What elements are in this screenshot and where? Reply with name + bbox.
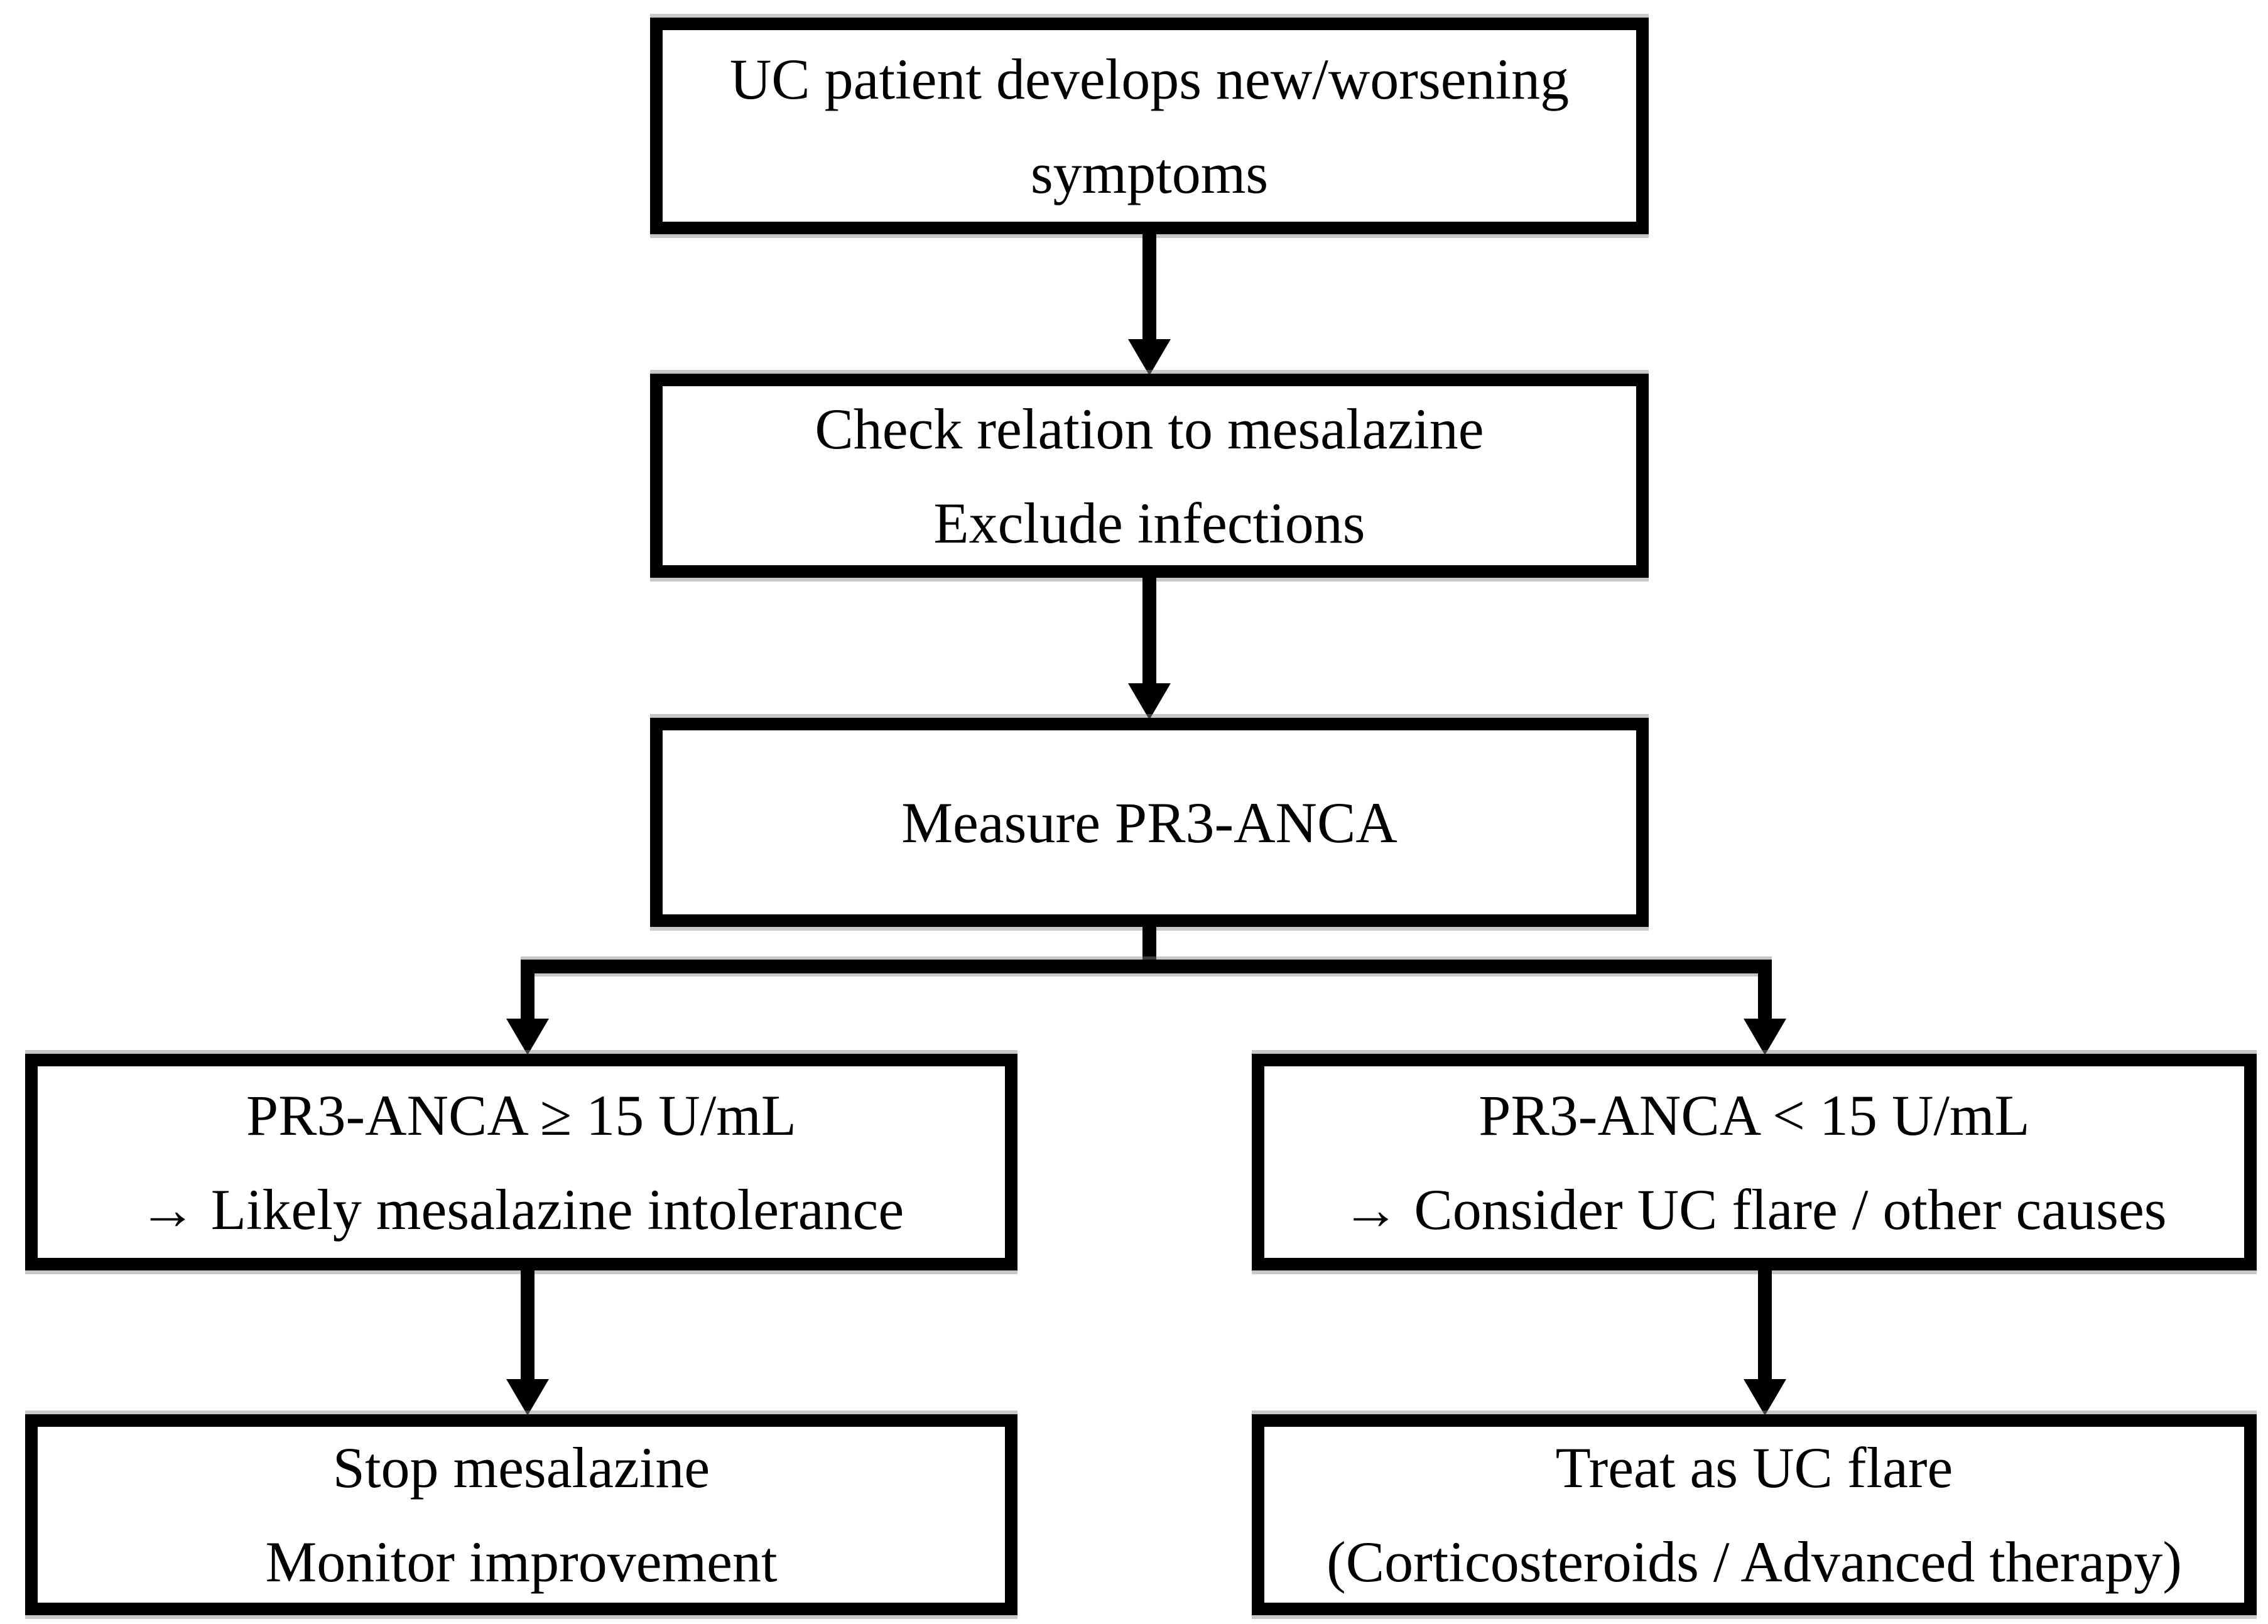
- node-measure: Measure PR3-ANCA: [650, 718, 1649, 927]
- arrow-shaft: [521, 1269, 534, 1379]
- arrow-branch-high-to-outcome-icon: [506, 1269, 549, 1416]
- arrow-start-to-check-icon: [1128, 231, 1171, 376]
- arrow-check-to-measure-icon: [1128, 577, 1171, 720]
- node-start-line2: symptoms: [1030, 141, 1269, 205]
- arrow-branch-low-to-outcome-icon: [1744, 1269, 1786, 1416]
- connector-horizontal-bar: [521, 960, 1772, 973]
- arrow-head-icon: [1744, 1379, 1786, 1416]
- arrow-head-icon: [1128, 683, 1171, 720]
- node-outcome-high: Stop mesalazine Monitor improvement: [25, 1414, 1017, 1615]
- node-outcome-low: Treat as UC flare (Corticosteroids / Adv…: [1252, 1414, 2257, 1615]
- node-start: UC patient develops new/worsening sympto…: [650, 18, 1649, 234]
- node-branch-high-line2: → Likely mesalazine intolerance: [138, 1177, 904, 1242]
- arrow-head-icon: [1128, 339, 1171, 376]
- node-check-line1: Check relation to mesalazine: [815, 396, 1484, 461]
- node-branch-low-line2: → Consider UC flare / other causes: [1342, 1177, 2167, 1242]
- arrow-head-icon: [1744, 1019, 1786, 1055]
- node-outcome-high-line1: Stop mesalazine: [332, 1436, 710, 1500]
- arrow-shaft: [1142, 577, 1156, 683]
- arrow-shaft: [1142, 231, 1156, 339]
- arrow-to-branch-low-icon: [1744, 972, 1786, 1055]
- node-check: Check relation to mesalazine Exclude inf…: [650, 374, 1649, 578]
- node-outcome-low-line1: Treat as UC flare: [1555, 1436, 1953, 1500]
- node-start-line1: UC patient develops new/worsening: [729, 46, 1570, 111]
- node-check-line2: Exclude infections: [933, 490, 1365, 555]
- node-branch-low-line1: PR3-ANCA < 15 U/mL: [1479, 1083, 2030, 1147]
- arrow-to-branch-high-icon: [506, 972, 549, 1055]
- node-branch-high: PR3-ANCA ≥ 15 U/mL → Likely mesalazine i…: [25, 1054, 1017, 1270]
- node-branch-high-line1: PR3-ANCA ≥ 15 U/mL: [246, 1083, 797, 1147]
- node-outcome-low-line2: (Corticosteroids / Advanced therapy): [1327, 1530, 2182, 1594]
- node-outcome-high-line2: Monitor improvement: [265, 1530, 778, 1594]
- arrow-shaft: [1758, 1269, 1772, 1379]
- node-measure-line1: Measure PR3-ANCA: [901, 790, 1397, 855]
- arrow-shaft: [1758, 972, 1772, 1019]
- arrow-head-icon: [506, 1019, 549, 1055]
- arrow-shaft: [521, 972, 534, 1019]
- node-branch-low: PR3-ANCA < 15 U/mL → Consider UC flare /…: [1252, 1054, 2257, 1270]
- arrow-head-icon: [506, 1379, 549, 1416]
- connector-stub: [1142, 926, 1156, 962]
